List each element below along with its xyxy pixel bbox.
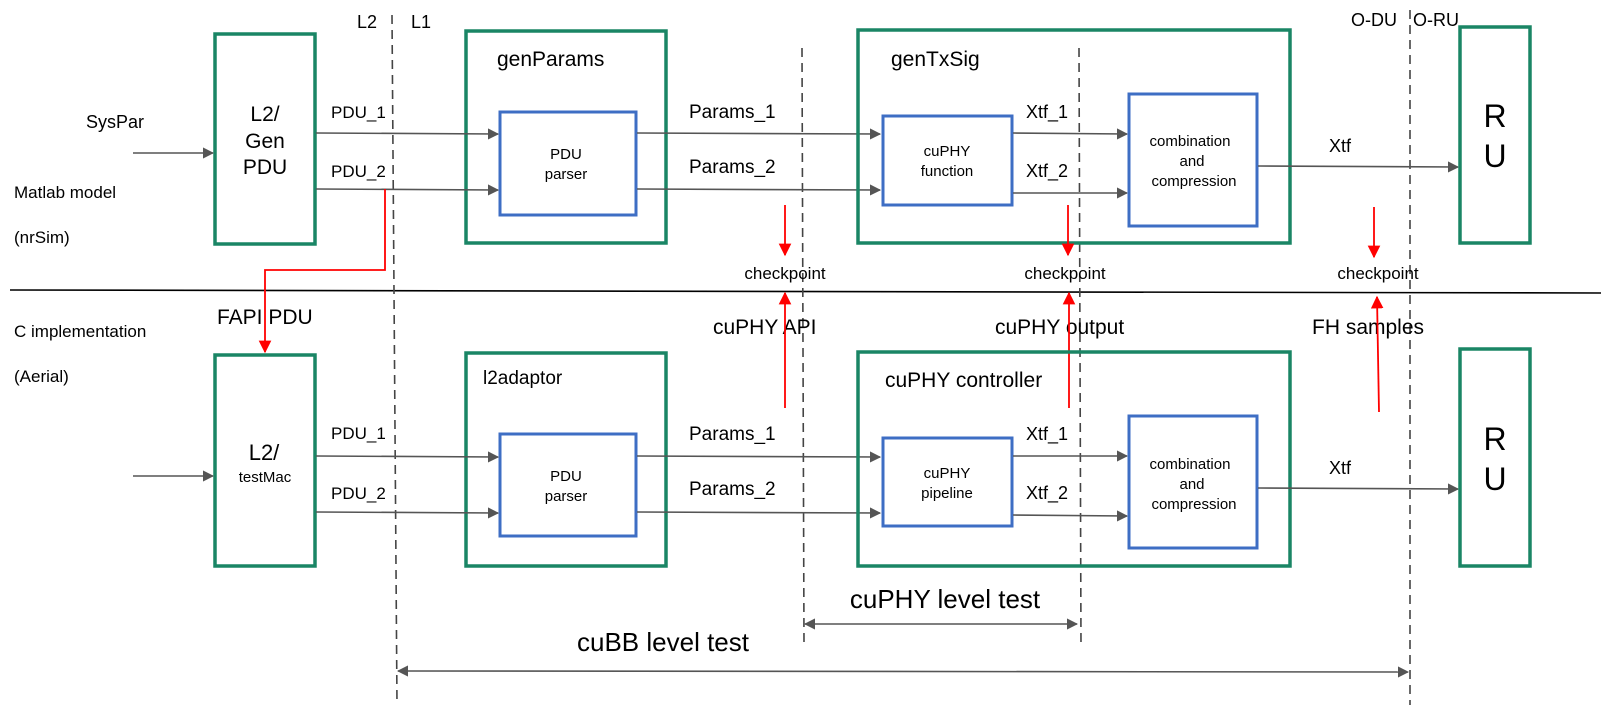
combination-bottom-line1: combination [1150,456,1231,473]
l2-gen-pdu-line1: L2/ [250,103,279,126]
combination-top-line2: and [1179,153,1204,170]
l2adaptor-title: l2adaptor [483,368,563,389]
checkpoint-label-api: checkpoint [744,264,826,283]
xtf2-arrow-bottom [1012,510,1129,522]
pdu1-label-bottom: PDU_1 [331,424,386,443]
xtf2-label-bottom: Xtf_2 [1026,483,1068,504]
pdu2-arrow-top [315,184,500,196]
model-label-bottom: C implementation [14,322,146,341]
ru-top-line2: U [1483,138,1506,174]
l2-gen-pdu-block [213,32,317,246]
params2-label-top: Params_2 [689,157,776,178]
cuphy-function-block [881,114,1014,207]
pdu-parser-top-line1: PDU [550,146,582,163]
xtf-label-bottom: Xtf [1329,458,1352,478]
ru-block-top [1458,25,1532,245]
pdu-parser-top-line2: parser [545,166,588,183]
sys-par-label: SysPar [86,112,144,132]
pdu-parser-bottom-line1: PDU [550,468,582,485]
combination-block-top [1127,92,1259,228]
model-sublabel-bottom: (Aerial) [14,367,69,386]
l2-testmac-line2: testMac [239,469,292,486]
cuphy-function-line1: cuPHY [924,143,971,160]
layer-label-l2: L2 [357,12,377,32]
layer-label-oru: O-RU [1413,10,1459,30]
ru-block-bottom [1458,347,1532,568]
combination-block-bottom [1127,414,1259,550]
fapi-pdu-label: FAPI PDU [217,306,313,329]
ru-top-line1: R [1483,98,1506,134]
pdu1-arrow-top [315,128,500,140]
cuphy-controller-block [856,350,1292,568]
model-separator [9,289,1601,294]
xtf-arrow-bottom [1257,483,1460,495]
pdu-parser-top [498,110,638,217]
pdu2-label-top: PDU_2 [331,162,386,181]
xtf-arrow-top [1257,161,1460,173]
ru-bottom-line2: U [1483,461,1506,497]
cuphy-pipeline-block [881,436,1014,528]
combination-bottom-line2: and [1179,476,1204,493]
cubb-level-test-span [396,665,1410,678]
l2-testmac-line1: L2/ [249,440,280,465]
model-label-top: Matlab model [14,183,116,202]
gen-params-title: genParams [497,48,604,71]
l2-gen-pdu-line2: Gen [245,130,285,153]
gen-tx-sig-title: genTxSig [891,48,980,71]
combination-top-line3: compression [1151,173,1236,190]
params2-arrow-bottom [636,507,882,519]
checkpoint-label-fh: checkpoint [1337,264,1419,283]
xtf2-label-top: Xtf_2 [1026,161,1068,182]
fapi-pdu-link [258,189,386,354]
cuphy-pipeline-line1: cuPHY [924,465,971,482]
l2-testmac-block [213,353,317,568]
cuphy-function-line2: function [921,163,974,180]
combination-top-line1: combination [1150,133,1231,150]
gen-params-block [464,29,668,245]
pdu2-arrow-bottom [315,507,500,519]
layer-label-odu: O-DU [1351,10,1397,30]
cubb-level-test-label: cuBB level test [577,627,750,657]
pdu1-arrow-bottom [315,451,500,463]
l2-gen-pdu-line3: PDU [243,156,287,179]
xtf1-arrow-top [1012,128,1129,140]
cuphy-controller-title: cuPHY controller [885,369,1042,392]
cuphy-level-test-label: cuPHY level test [850,584,1041,614]
params1-arrow-top [636,128,882,140]
combination-bottom-line3: compression [1151,496,1236,513]
cuphy-output-boundary [1078,47,1082,649]
pdu-parser-bottom [498,432,638,538]
l2adaptor-block [464,351,668,568]
xtf-label-top: Xtf [1329,136,1352,156]
cuphy-api-boundary [801,47,805,646]
interface-label-fh: FH samples [1312,316,1424,339]
params1-label-top: Params_1 [689,102,776,123]
interface-label-output: cuPHY output [995,316,1124,339]
params2-arrow-top [636,184,882,196]
gen-tx-sig-block [856,28,1292,245]
xtf1-label-top: Xtf_1 [1026,102,1068,123]
ru-bottom-line1: R [1483,421,1506,457]
l2-l1-boundary [391,14,398,706]
pdu-parser-bottom-line2: parser [545,488,588,505]
model-sublabel-top: (nrSim) [14,228,70,247]
layer-label-l1: L1 [411,12,431,32]
checkpoint-up-arrow-fh [1370,295,1384,413]
xtf1-label-bottom: Xtf_1 [1026,424,1068,445]
params2-label-bottom: Params_2 [689,479,776,500]
pdu2-label-bottom: PDU_2 [331,484,386,503]
interface-label-api: cuPHY API [713,316,817,339]
params1-label-bottom: Params_1 [689,424,776,445]
pdu1-label-top: PDU_1 [331,103,386,122]
cuphy-pipeline-line2: pipeline [921,485,973,502]
checkpoint-label-output: checkpoint [1024,264,1106,283]
params1-arrow-bottom [636,451,882,463]
